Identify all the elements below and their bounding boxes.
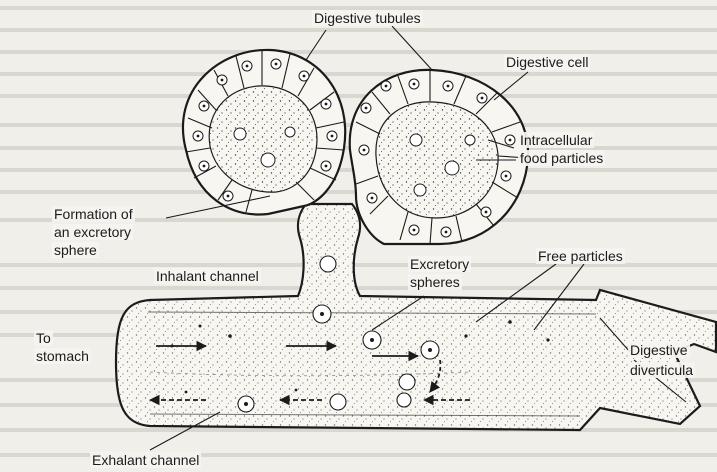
label-free-particles: Free particles	[536, 248, 625, 264]
label-digestive-diverticula-line1: Digestive	[628, 342, 690, 358]
digestive-tubule-right	[350, 70, 528, 244]
label-intracellular-line2: food particles	[518, 150, 605, 166]
label-excretory-spheres-line1: Excretory	[408, 256, 471, 272]
label-formation-line3: sphere	[52, 242, 99, 258]
label-inhalant-channel: Inhalant channel	[154, 268, 261, 284]
label-excretory-spheres-line2: spheres	[408, 274, 462, 290]
label-to-stomach-line1: To	[34, 330, 53, 346]
label-exhalant-channel: Exhalant channel	[90, 452, 201, 468]
label-to-stomach-line2: stomach	[34, 348, 91, 364]
label-digestive-diverticula-line2: diverticula	[628, 362, 695, 378]
label-intracellular-line1: Intracellular	[518, 132, 594, 148]
label-formation-line2: an excretory	[52, 224, 133, 240]
label-digestive-cell: Digestive cell	[504, 54, 590, 70]
label-digestive-tubules: Digestive tubules	[312, 10, 423, 26]
digestive-tubule-left	[183, 50, 345, 215]
label-formation-line1: Formation of	[52, 206, 135, 222]
